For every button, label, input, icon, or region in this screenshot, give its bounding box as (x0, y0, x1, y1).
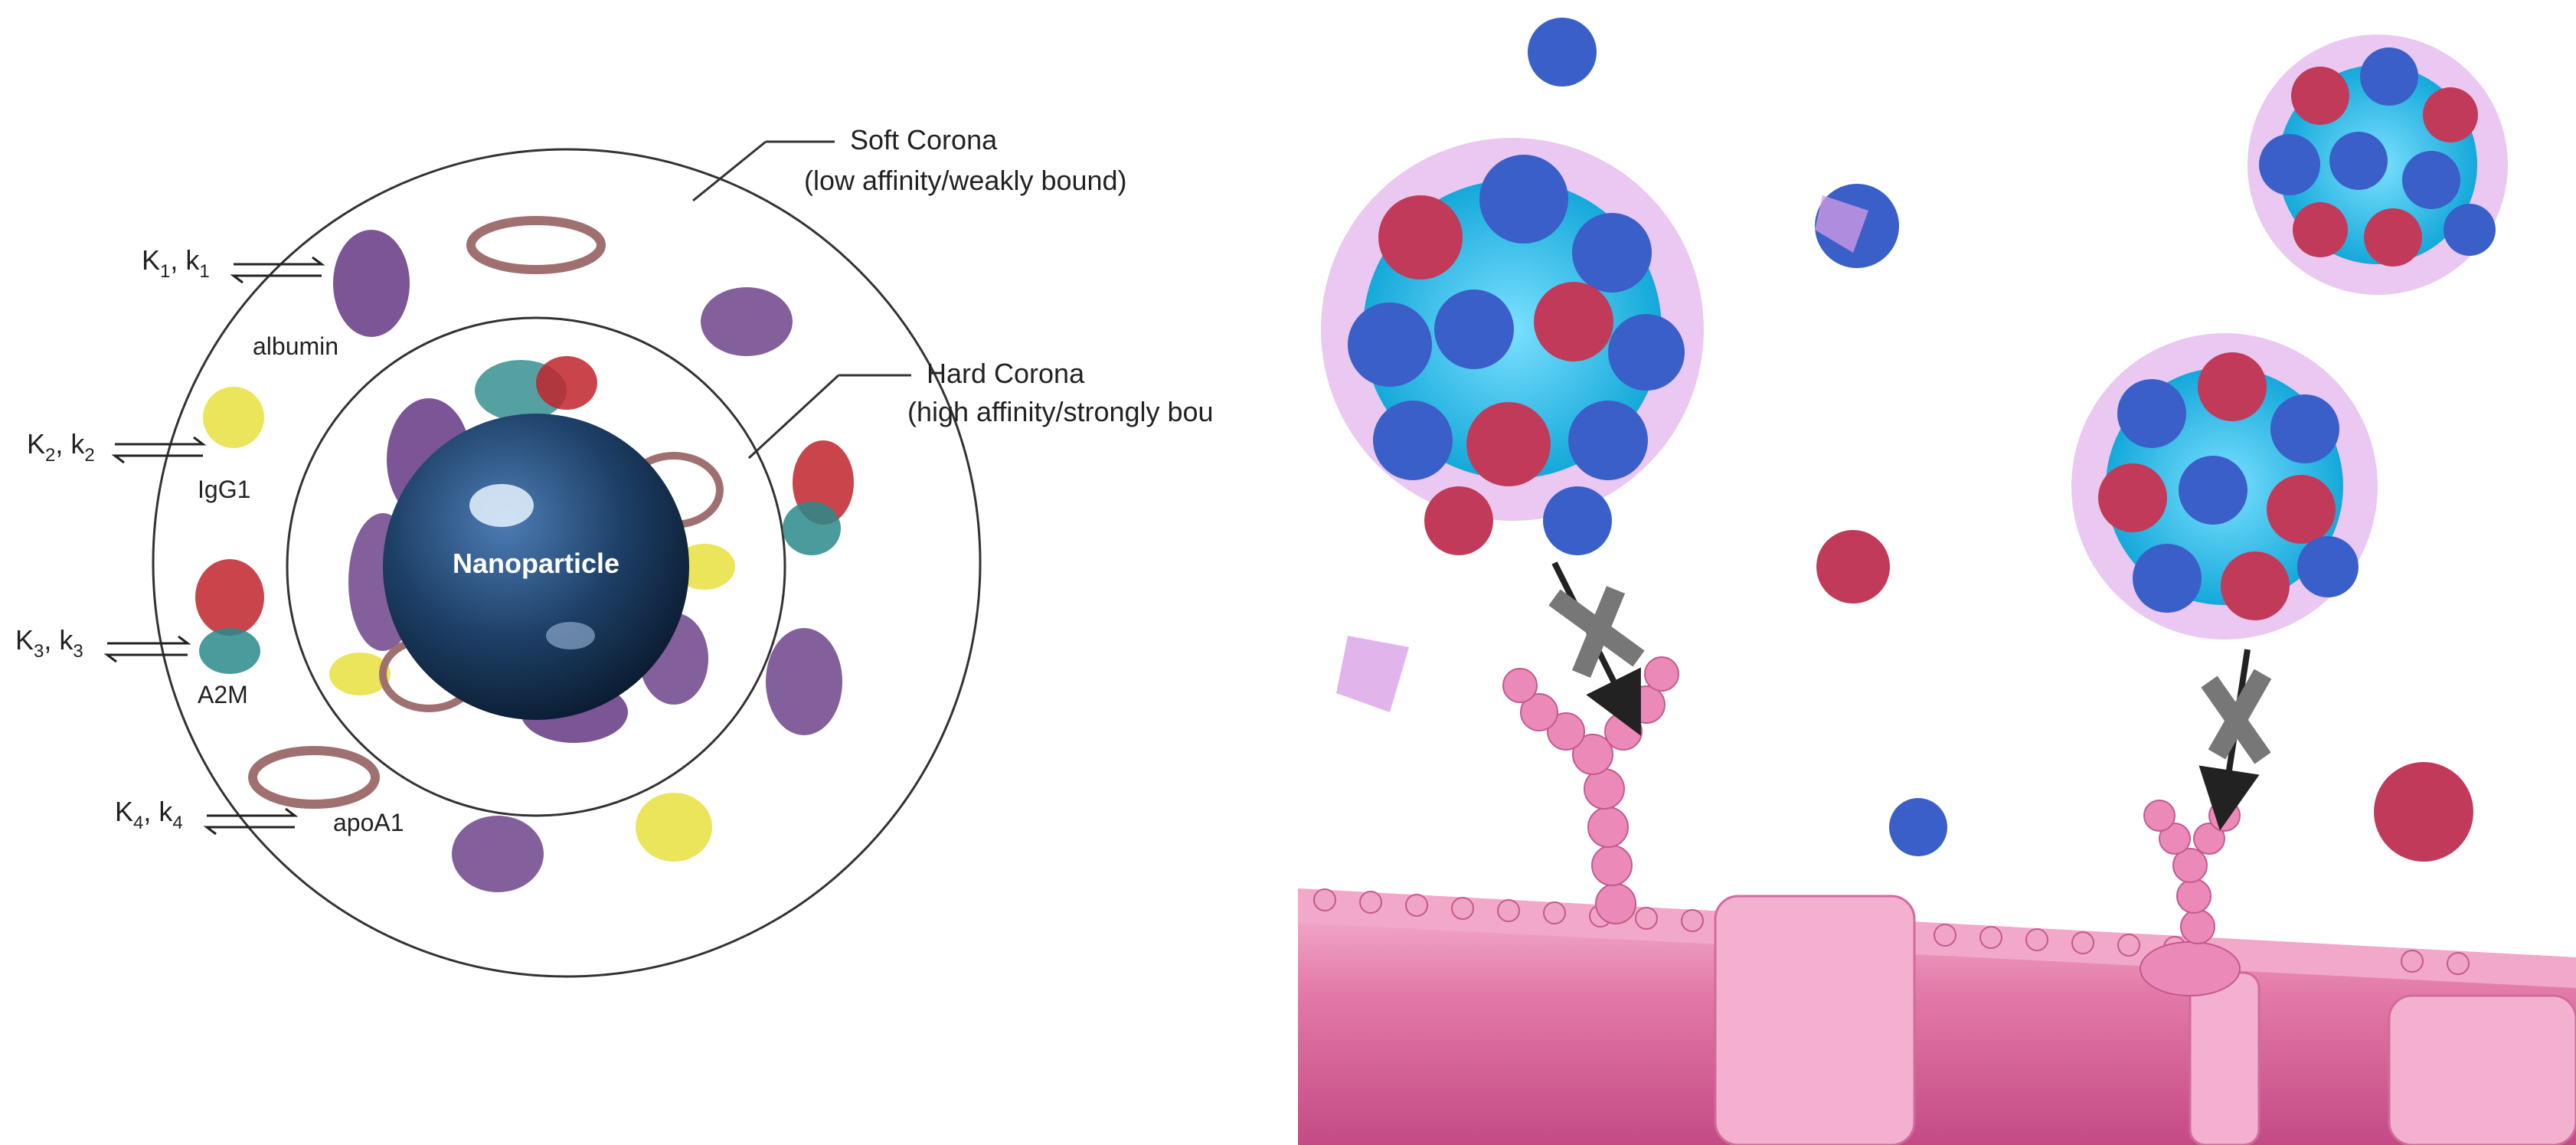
hard-corona-ring (286, 316, 786, 817)
corona-nanoparticle-right (2071, 333, 2378, 640)
albumin-structure (333, 230, 410, 337)
membrane-channel-3 (2388, 994, 2576, 1145)
hard-corona-title: Hard Corona (927, 358, 1085, 389)
apoA1-top-structure (466, 216, 606, 274)
lipid-heads (1313, 888, 2470, 975)
free-proteins (1336, 18, 2473, 862)
nanoparticle-label: Nanoparticle (453, 548, 619, 579)
rate-constant-1: K1, k1 (142, 244, 210, 282)
rate-constant-3: K3, k3 (15, 624, 83, 662)
a2m-structure (195, 559, 264, 636)
igg1-structure (203, 387, 264, 448)
blocked-binding-right (2198, 649, 2272, 831)
corona-nanoparticle-large (1321, 138, 1704, 555)
apoA1-structure (248, 746, 380, 809)
corona-diagram: Nanoparticle Soft Corona (low affinity/w… (15, 124, 1214, 978)
blocked-binding-left (1548, 561, 1645, 736)
equilibrium-arrows (103, 256, 325, 836)
a2m-label: A2M (198, 681, 248, 708)
soft-corona-subtitle: (low affinity/weakly bound) (804, 165, 1127, 196)
albumin-label: albumin (253, 332, 338, 360)
receptor-left (1502, 656, 1679, 924)
soft-corona-proteins (195, 216, 854, 892)
membrane-channel-1 (1714, 895, 1916, 1145)
rate-constant-2: K2, k2 (27, 428, 95, 466)
membrane-scene (1298, 18, 2576, 1145)
membrane-channel-2 (2189, 971, 2261, 1145)
soft-corona-title: Soft Corona (850, 124, 998, 155)
corona-nanoparticle-top-right (2247, 34, 2508, 295)
soft-corona-ring (152, 148, 982, 978)
igg1-label: IgG1 (198, 476, 250, 503)
nanoparticle (383, 414, 689, 720)
hard-corona-subtitle: (high affinity/strongly bou (907, 396, 1214, 427)
receptor-right (2140, 800, 2241, 996)
apoa1-label: apoA1 (333, 809, 404, 836)
rate-constant-4: K4, k4 (115, 796, 183, 833)
